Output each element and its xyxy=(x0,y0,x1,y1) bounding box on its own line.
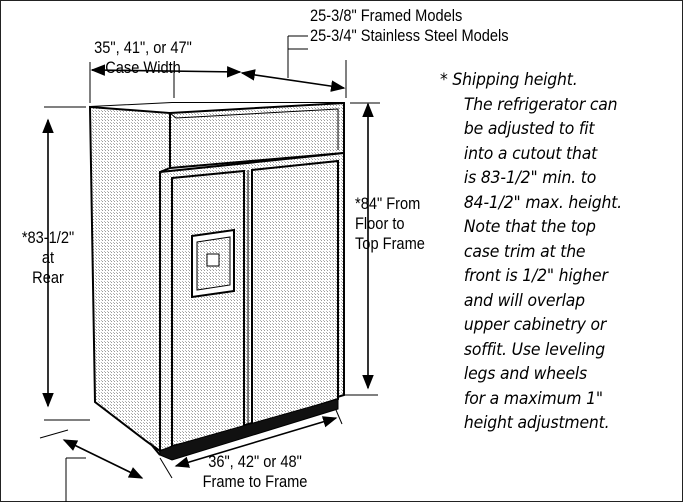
case-width-caption: Case Width xyxy=(105,58,181,77)
rear-height-rear: Rear xyxy=(32,268,64,287)
bottom-depth-arrow xyxy=(62,439,144,479)
front-height-floor: Floor to xyxy=(355,214,405,233)
right-door xyxy=(251,159,339,428)
front-height-value: *84" From xyxy=(355,194,421,213)
case-top-face-edge xyxy=(90,103,344,113)
note-line: soffit. Use leveling xyxy=(463,339,605,360)
note-line: legs and wheels xyxy=(463,364,588,384)
depth-arrow xyxy=(240,69,346,92)
note-line: into a cutout that xyxy=(463,143,598,164)
dimension-lines xyxy=(39,35,380,502)
frame-width-label: 36", 42" or 48" Frame to Frame xyxy=(191,452,320,492)
shipping-height-note: * Shipping height. The refrigerator can … xyxy=(440,68,665,436)
rear-height-value: *83-1/2" xyxy=(21,228,75,247)
rear-height-label: *83-1/2" at Rear xyxy=(7,228,90,288)
depth-stainless-models: 25-3/4" Stainless Steel Models xyxy=(310,26,509,45)
case-width-arrow xyxy=(90,64,242,78)
left-door xyxy=(171,169,245,448)
note-line: Note that the top xyxy=(463,217,596,237)
frame-width-caption: Frame to Frame xyxy=(202,472,308,491)
frame-width-value: 36", 42" or 48" xyxy=(208,452,302,471)
front-height-label: *84" From Floor to Top Frame xyxy=(355,194,425,254)
frame-width-arrow xyxy=(174,416,338,468)
case-width-value: 35", 41", or 47" xyxy=(94,38,192,57)
note-line: * Shipping height. xyxy=(440,70,578,90)
note-line: 84-1/2" max. height. xyxy=(463,192,622,213)
note-line: front is 1/2" higher xyxy=(463,266,608,286)
case-width-label: 35", 41", or 47" Case Width xyxy=(79,38,208,78)
note-line: for a maximum 1" xyxy=(463,388,603,409)
note-line: The refrigerator can xyxy=(463,94,618,115)
note-line: be adjusted to fit xyxy=(463,119,595,139)
note-line: upper cabinetry or xyxy=(463,315,607,335)
note-line: is 83-1/2" min. to xyxy=(463,168,597,188)
front-height-top-frame: Top Frame xyxy=(355,234,425,253)
note-line: height adjustment. xyxy=(463,413,610,433)
refrigerator-body xyxy=(88,101,345,461)
note-line: case trim at the xyxy=(463,241,586,262)
depth-framed-models: 25-3/8" Framed Models xyxy=(310,6,463,25)
note-line: and will overlap xyxy=(463,290,585,311)
rear-height-at: at xyxy=(41,248,55,267)
depth-label: 25-3/8" Framed Models 25-3/4" Stainless … xyxy=(310,6,509,46)
case-left-side xyxy=(88,105,171,453)
